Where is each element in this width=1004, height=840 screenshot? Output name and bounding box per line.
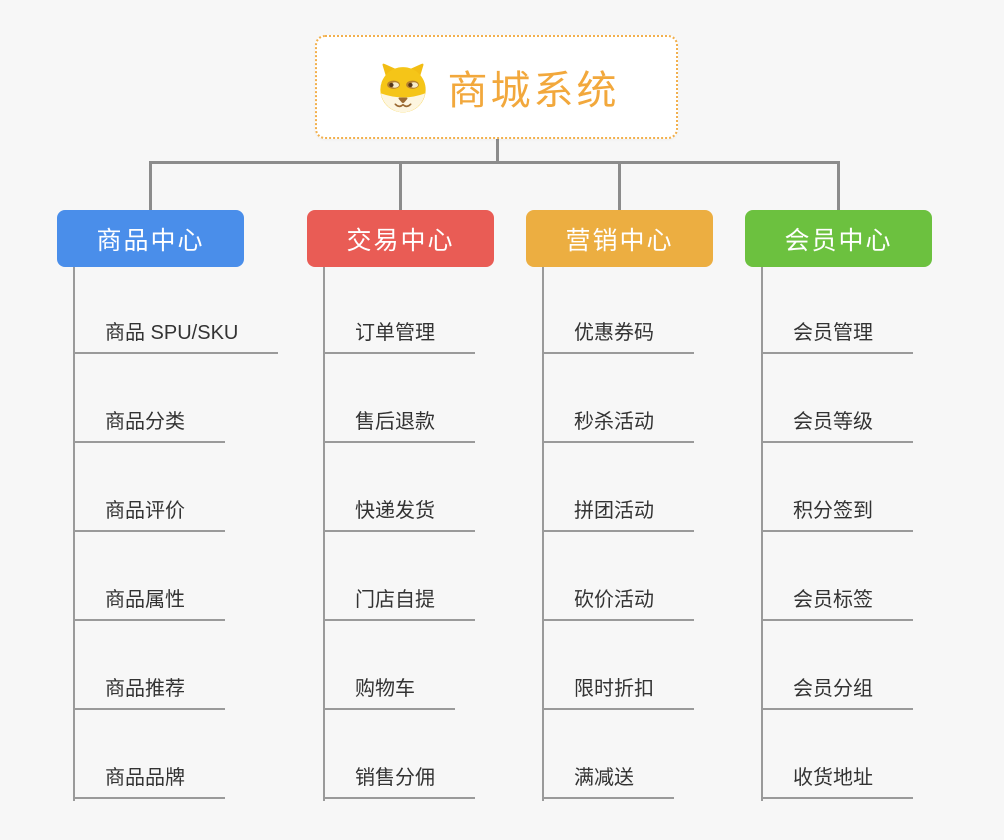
child-spine-marketing-center: [542, 267, 544, 801]
child-item-product-center-4[interactable]: 商品属性: [73, 585, 225, 621]
child-item-trade-center-4[interactable]: 门店自提: [323, 585, 475, 621]
child-item-member-center-5[interactable]: 会员分组: [761, 674, 913, 710]
connector-drop-trade-center: [399, 161, 402, 210]
connector-root-stem: [496, 139, 499, 162]
connector-drop-marketing-center: [618, 161, 621, 210]
child-item-marketing-center-2[interactable]: 秒杀活动: [542, 407, 694, 443]
child-item-member-center-3[interactable]: 积分签到: [761, 496, 913, 532]
root-node-mall-system[interactable]: 商城系统: [315, 35, 678, 139]
child-item-trade-center-2[interactable]: 售后退款: [323, 407, 475, 443]
root-node-label: 商城系统: [447, 69, 620, 113]
child-item-marketing-center-5[interactable]: 限时折扣: [542, 674, 694, 710]
child-item-member-center-6[interactable]: 收货地址: [761, 763, 913, 799]
child-item-member-center-1[interactable]: 会员管理: [761, 318, 913, 354]
child-item-trade-center-3[interactable]: 快递发货: [323, 496, 475, 532]
child-item-marketing-center-3[interactable]: 拼团活动: [542, 496, 694, 532]
connector-horizontal-rail: [149, 161, 840, 164]
child-item-trade-center-5[interactable]: 购物车: [323, 674, 455, 710]
child-item-marketing-center-4[interactable]: 砍价活动: [542, 585, 694, 621]
child-spine-product-center: [73, 267, 75, 801]
child-item-member-center-4[interactable]: 会员标签: [761, 585, 913, 621]
child-item-marketing-center-6[interactable]: 满减送: [542, 763, 674, 799]
child-spine-trade-center: [323, 267, 325, 801]
child-item-product-center-1[interactable]: 商品 SPU/SKU: [73, 318, 279, 354]
child-spine-member-center: [761, 267, 763, 801]
child-item-product-center-6[interactable]: 商品品牌: [73, 763, 225, 799]
connector-drop-product-center: [149, 161, 152, 210]
branch-node-marketing-center[interactable]: 营销中心: [526, 210, 713, 267]
branch-node-member-center[interactable]: 会员中心: [745, 210, 932, 267]
branch-node-product-center[interactable]: 商品中心: [57, 210, 244, 267]
child-item-trade-center-1[interactable]: 订单管理: [323, 318, 475, 354]
child-item-marketing-center-1[interactable]: 优惠券码: [542, 318, 694, 354]
child-item-trade-center-6[interactable]: 销售分佣: [323, 763, 475, 799]
child-item-product-center-2[interactable]: 商品分类: [73, 407, 225, 443]
child-item-member-center-2[interactable]: 会员等级: [761, 407, 913, 443]
connector-drop-member-center: [837, 161, 840, 210]
doge-face-icon: [379, 63, 426, 113]
child-item-product-center-3[interactable]: 商品评价: [73, 496, 225, 532]
child-item-product-center-5[interactable]: 商品推荐: [73, 674, 225, 710]
branch-node-trade-center[interactable]: 交易中心: [307, 210, 494, 267]
